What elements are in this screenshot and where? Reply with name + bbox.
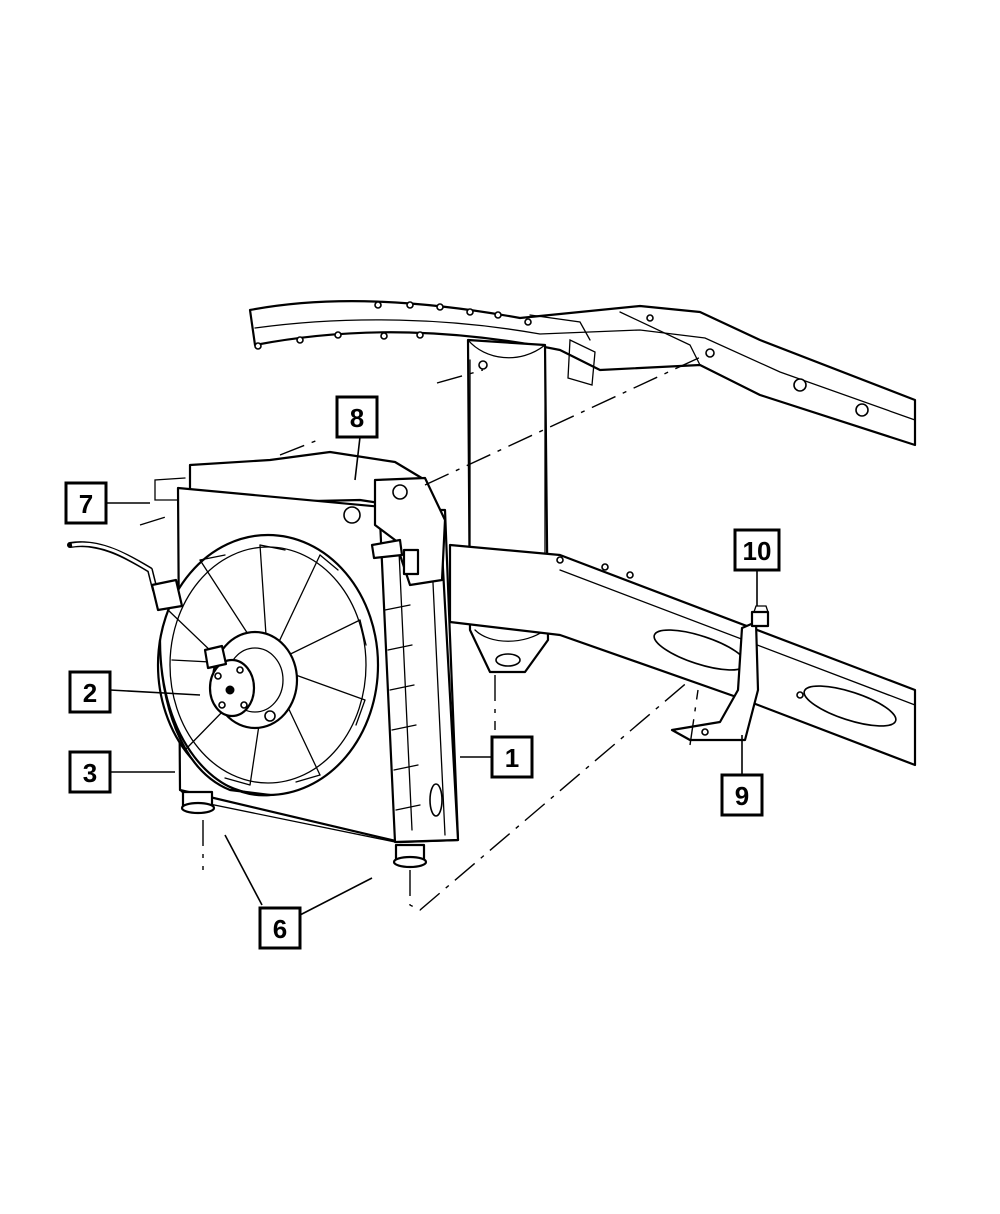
callout-label-10: 10	[743, 536, 772, 566]
callout-6: 6	[258, 906, 302, 950]
callout-label-8: 8	[350, 403, 364, 433]
callout-label-3: 3	[83, 758, 97, 788]
callout-1: 1	[490, 735, 534, 779]
callout-label-2: 2	[83, 678, 97, 708]
assembly-centerlines	[139, 354, 706, 911]
callout-2: 2	[68, 670, 112, 714]
lower-frame-rail	[448, 543, 917, 767]
callout-7: 7	[64, 481, 108, 525]
callout-10: 10	[733, 528, 781, 572]
callout-8: 8	[335, 395, 379, 439]
callout-label-7: 7	[79, 489, 93, 519]
callout-9: 9	[720, 773, 764, 817]
bracket-bolt	[750, 605, 770, 628]
callout-label-6: 6	[273, 914, 287, 944]
upper-crossmember	[248, 300, 917, 447]
callout-3: 3	[68, 750, 112, 794]
mounting-bracket	[670, 620, 760, 742]
lower-isolators	[180, 790, 428, 869]
callout-label-9: 9	[735, 781, 749, 811]
wiring-harness	[67, 541, 228, 670]
radiator-fan-shroud	[154, 450, 460, 844]
callout-label-1: 1	[505, 743, 519, 773]
